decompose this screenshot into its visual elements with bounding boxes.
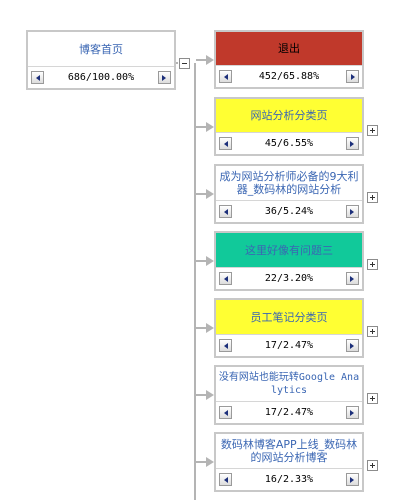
prev-arrow-icon[interactable] — [219, 70, 232, 83]
root-node[interactable]: 博客首页 686/100.00% — [26, 30, 176, 90]
branch-arrow-icon — [206, 189, 214, 199]
child-node-stat: 17/2.47% — [264, 407, 314, 418]
child-node-title: 数码林博客APP上线_数码林的网站分析博客 — [216, 434, 362, 469]
child-node-title: 退出 — [216, 32, 362, 66]
child-node-stat-bar: 17/2.47% — [216, 335, 362, 356]
branch-line — [196, 394, 206, 396]
branch-line — [196, 260, 206, 262]
child-node-stat-bar: 36/5.24% — [216, 201, 362, 222]
expand-icon[interactable] — [367, 393, 378, 404]
next-arrow-icon[interactable] — [157, 71, 171, 84]
next-arrow-icon[interactable] — [345, 205, 359, 218]
branch-line — [196, 327, 206, 329]
child-node-exit[interactable]: 退出 452/65.88% — [214, 30, 364, 89]
prev-arrow-icon[interactable] — [219, 406, 232, 419]
child-node-staff-notes-category[interactable]: 员工笔记分类页 17/2.47% — [214, 298, 364, 358]
branch-line — [196, 461, 206, 463]
child-node-stat-bar: 16/2.33% — [216, 469, 362, 490]
child-node-stat: 36/5.24% — [264, 206, 314, 217]
expand-icon[interactable] — [367, 125, 378, 136]
child-node-title: 网站分析分类页 — [216, 99, 362, 133]
child-node-title: 这里好像有问题三 — [216, 233, 362, 268]
child-node-stat: 22/3.20% — [264, 273, 314, 284]
prev-arrow-icon[interactable] — [31, 71, 44, 84]
child-node-app-launch-article[interactable]: 数码林博客APP上线_数码林的网站分析博客 16/2.33% — [214, 432, 364, 492]
branch-arrow-icon — [206, 323, 214, 333]
child-node-title: 员工笔记分类页 — [216, 300, 362, 335]
child-node-stat-bar: 17/2.47% — [216, 402, 362, 423]
branch-line — [196, 59, 206, 61]
child-node-stat-bar: 45/6.55% — [216, 133, 362, 154]
child-node-title: 没有网站也能玩转Google Analytics — [216, 367, 362, 402]
child-node-title: 成为网站分析师必备的9大利器_数码林的网站分析 — [216, 166, 362, 201]
collapse-icon[interactable] — [179, 58, 190, 69]
child-node-stat-bar: 22/3.20% — [216, 268, 362, 289]
child-node-stat: 452/65.88% — [258, 71, 320, 82]
child-node-stat: 45/6.55% — [264, 138, 314, 149]
child-node-stat: 17/2.47% — [264, 340, 314, 351]
expand-icon[interactable] — [367, 326, 378, 337]
root-connector — [176, 62, 178, 64]
branch-arrow-icon — [206, 122, 214, 132]
next-arrow-icon[interactable] — [345, 137, 359, 150]
branch-arrow-icon — [206, 457, 214, 467]
expand-icon[interactable] — [367, 460, 378, 471]
next-arrow-icon[interactable] — [345, 473, 359, 486]
branch-arrow-icon — [206, 256, 214, 266]
child-node-ga-without-site-article[interactable]: 没有网站也能玩转Google Analytics 17/2.47% — [214, 365, 364, 425]
child-node-analytics-category[interactable]: 网站分析分类页 45/6.55% — [214, 97, 364, 156]
root-node-title: 博客首页 — [28, 32, 174, 67]
next-arrow-icon[interactable] — [345, 406, 359, 419]
branch-arrow-icon — [206, 55, 214, 65]
root-node-stat-bar: 686/100.00% — [28, 67, 174, 88]
branch-line — [196, 126, 206, 128]
prev-arrow-icon[interactable] — [219, 272, 232, 285]
prev-arrow-icon[interactable] — [219, 205, 232, 218]
root-node-stat: 686/100.00% — [67, 72, 135, 83]
next-arrow-icon[interactable] — [345, 272, 359, 285]
prev-arrow-icon[interactable] — [219, 339, 232, 352]
expand-icon[interactable] — [367, 259, 378, 270]
next-arrow-icon[interactable] — [345, 339, 359, 352]
child-node-stat-bar: 452/65.88% — [216, 66, 362, 87]
child-node-analytics-tools-article[interactable]: 成为网站分析师必备的9大利器_数码林的网站分析 36/5.24% — [214, 164, 364, 224]
trunk-line — [194, 63, 196, 500]
prev-arrow-icon[interactable] — [219, 473, 232, 486]
child-node-stat: 16/2.33% — [264, 474, 314, 485]
branch-line — [196, 193, 206, 195]
prev-arrow-icon[interactable] — [219, 137, 232, 150]
child-node-problem-page[interactable]: 这里好像有问题三 22/3.20% — [214, 231, 364, 291]
branch-arrow-icon — [206, 390, 214, 400]
expand-icon[interactable] — [367, 192, 378, 203]
next-arrow-icon[interactable] — [346, 70, 359, 83]
